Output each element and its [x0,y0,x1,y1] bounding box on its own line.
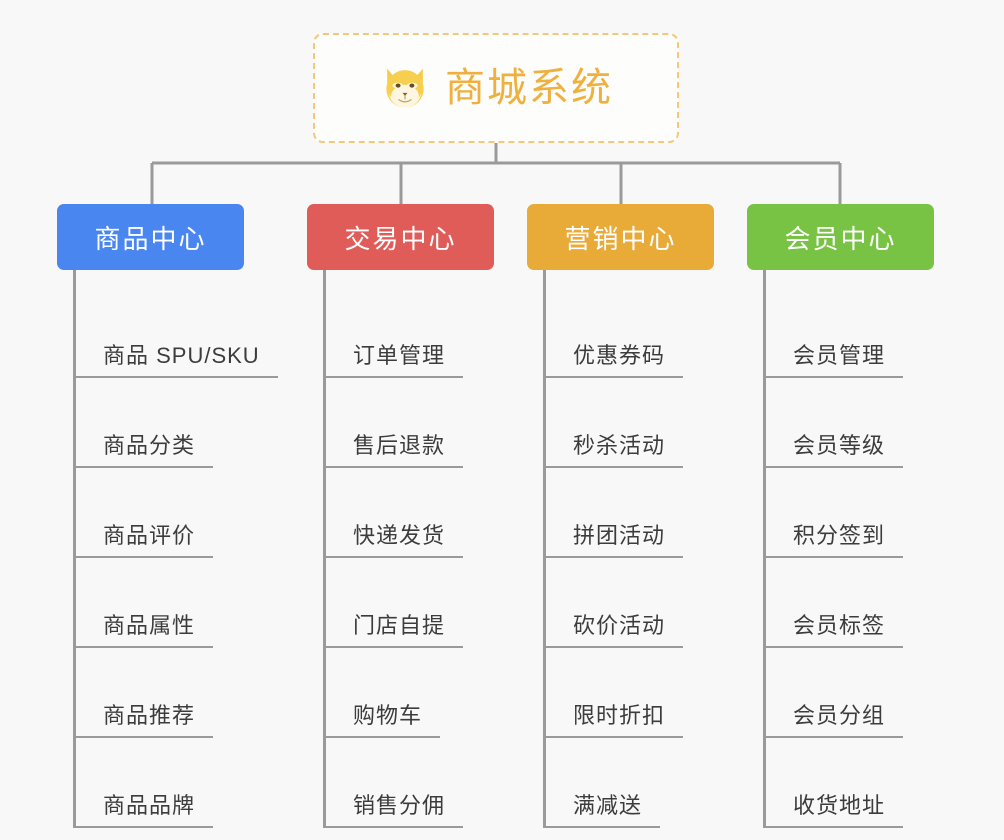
leaf-label: 购物车 [323,705,441,738]
leaf-label: 砍价活动 [543,615,684,648]
leaf-label: 拼团活动 [543,525,684,558]
leaf-label: 收货地址 [763,795,904,828]
list-item[interactable]: 销售分佣 [307,738,494,828]
list-item[interactable]: 收货地址 [747,738,934,828]
category-column-2: 营销中心 优惠券码 秒杀活动 拼团活动 砍价活动 限时折扣 满减送 [527,204,714,828]
category-label-3: 会员中心 [784,223,897,254]
leaf-list-2: 优惠券码 秒杀活动 拼团活动 砍价活动 限时折扣 满减送 [527,270,714,828]
category-header-1[interactable]: 交易中心 [307,204,494,270]
list-item[interactable]: 订单管理 [307,288,494,378]
category-column-0: 商品中心 商品 SPU/SKU 商品分类 商品评价 商品属性 商品推荐 商品品牌 [57,204,278,828]
leaf-label: 积分签到 [763,525,904,558]
list-item[interactable]: 商品属性 [57,558,278,648]
list-item[interactable]: 拼团活动 [527,468,714,558]
list-item[interactable]: 购物车 [307,648,494,738]
category-label-2: 营销中心 [564,223,677,254]
category-column-3: 会员中心 会员管理 会员等级 积分签到 会员标签 会员分组 收货地址 [747,204,934,828]
category-header-2[interactable]: 营销中心 [527,204,714,270]
list-item[interactable]: 商品推荐 [57,648,278,738]
leaf-label: 满减送 [543,795,661,828]
leaf-list-3: 会员管理 会员等级 积分签到 会员标签 会员分组 收货地址 [747,270,934,828]
list-item[interactable]: 快递发货 [307,468,494,558]
root-title: 商城系统 [445,66,613,110]
leaf-label: 商品 SPU/SKU [73,345,278,378]
list-item[interactable]: 售后退款 [307,378,494,468]
category-label-0: 商品中心 [94,223,207,254]
category-label-1: 交易中心 [344,223,457,254]
leaf-label: 会员标签 [763,615,904,648]
list-item[interactable]: 会员标签 [747,558,934,648]
root-node[interactable]: 商城系统 [313,33,679,143]
list-item[interactable]: 砍价活动 [527,558,714,648]
list-item[interactable]: 门店自提 [307,558,494,648]
list-item[interactable]: 秒杀活动 [527,378,714,468]
leaf-label: 商品品牌 [73,795,214,828]
list-item[interactable]: 满减送 [527,738,714,828]
list-item[interactable]: 商品分类 [57,378,278,468]
leaf-label: 商品推荐 [73,705,214,738]
category-header-3[interactable]: 会员中心 [747,204,934,270]
category-column-1: 交易中心 订单管理 售后退款 快递发货 门店自提 购物车 销售分佣 [307,204,494,828]
list-item[interactable]: 优惠券码 [527,288,714,378]
leaf-label: 会员管理 [763,345,904,378]
list-item[interactable]: 会员管理 [747,288,934,378]
leaf-list-1: 订单管理 售后退款 快递发货 门店自提 购物车 销售分佣 [307,270,494,828]
leaf-label: 会员等级 [763,435,904,468]
list-item[interactable]: 会员等级 [747,378,934,468]
leaf-label: 限时折扣 [543,705,684,738]
leaf-label: 商品属性 [73,615,214,648]
leaf-label: 门店自提 [323,615,464,648]
list-item[interactable]: 会员分组 [747,648,934,738]
list-item[interactable]: 商品品牌 [57,738,278,828]
leaf-label: 秒杀活动 [543,435,684,468]
list-item[interactable]: 积分签到 [747,468,934,558]
leaf-label: 优惠券码 [543,345,684,378]
leaf-label: 订单管理 [323,345,464,378]
leaf-label: 商品评价 [73,525,214,558]
leaf-list-0: 商品 SPU/SKU 商品分类 商品评价 商品属性 商品推荐 商品品牌 [57,270,278,828]
leaf-label: 销售分佣 [323,795,464,828]
leaf-label: 售后退款 [323,435,464,468]
shiba-dog-face-icon [386,68,424,108]
list-item[interactable]: 限时折扣 [527,648,714,738]
leaf-label: 快递发货 [323,525,464,558]
leaf-label: 商品分类 [73,435,214,468]
leaf-label: 会员分组 [763,705,904,738]
category-header-0[interactable]: 商品中心 [57,204,244,270]
list-item[interactable]: 商品评价 [57,468,278,558]
list-item[interactable]: 商品 SPU/SKU [57,288,278,378]
